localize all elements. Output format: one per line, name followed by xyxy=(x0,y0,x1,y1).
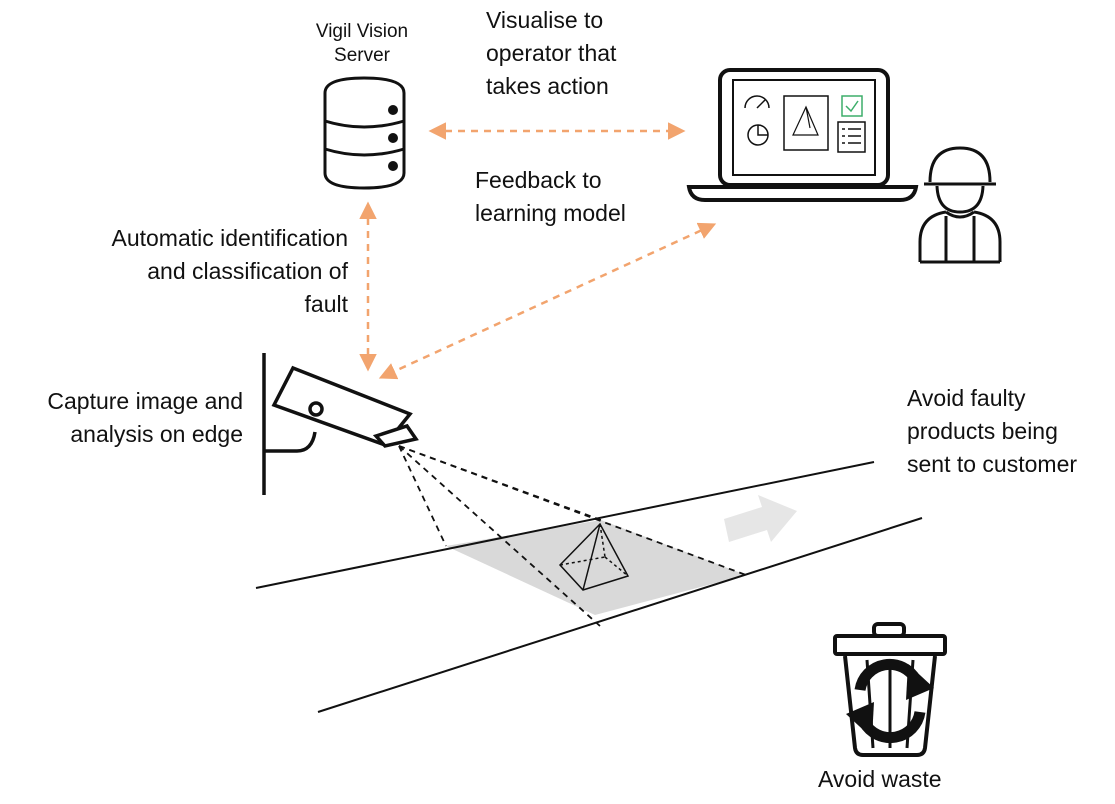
laptop-camera-arrow xyxy=(378,222,717,380)
visualise-label: Visualise to operator that takes action xyxy=(486,4,616,103)
direction-arrow-icon xyxy=(724,495,797,542)
capture-label-text: Capture image and analysis on edge xyxy=(47,388,243,447)
data-flow-arrows xyxy=(359,122,717,380)
pyramid-product-icon xyxy=(558,522,630,591)
avoid-faulty-label-text: Avoid faulty products being sent to cust… xyxy=(907,385,1078,477)
visualise-label-text: Visualise to operator that takes action xyxy=(486,7,617,99)
recycle-bin-icon xyxy=(833,622,947,757)
feedback-label-text: Feedback to learning model xyxy=(475,167,626,226)
database-server-icon xyxy=(323,76,406,190)
camera-icon xyxy=(262,353,419,495)
operator-helmet-icon xyxy=(918,146,1002,264)
avoid-waste-label-text: Avoid waste xyxy=(818,766,942,792)
automatic-label: Automatic identification and classificat… xyxy=(40,222,348,321)
server-label: Vigil Vision Server xyxy=(292,20,432,68)
capture-label: Capture image and analysis on edge xyxy=(0,385,243,451)
camera-view-cone xyxy=(398,445,747,627)
laptop-dashboard-icon xyxy=(686,68,919,202)
feedback-label: Feedback to learning model xyxy=(475,164,626,230)
avoid-waste-label: Avoid waste xyxy=(818,765,942,794)
automatic-label-text: Automatic identification and classificat… xyxy=(111,225,348,317)
server-label-text: Vigil Vision Server xyxy=(315,21,409,66)
avoid-faulty-label: Avoid faulty products being sent to cust… xyxy=(907,382,1077,481)
conveyor-belt xyxy=(255,461,923,713)
